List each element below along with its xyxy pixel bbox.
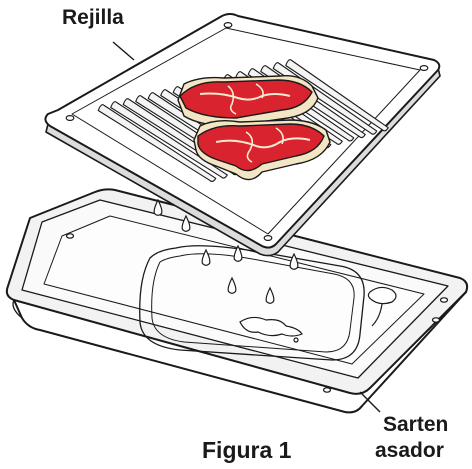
pan-label-line2: asador [375,439,444,463]
figure-caption: Figura 1 [202,438,291,462]
pan-label-line1: Sarten [383,413,448,437]
grill-label: Rejilla [62,6,124,30]
